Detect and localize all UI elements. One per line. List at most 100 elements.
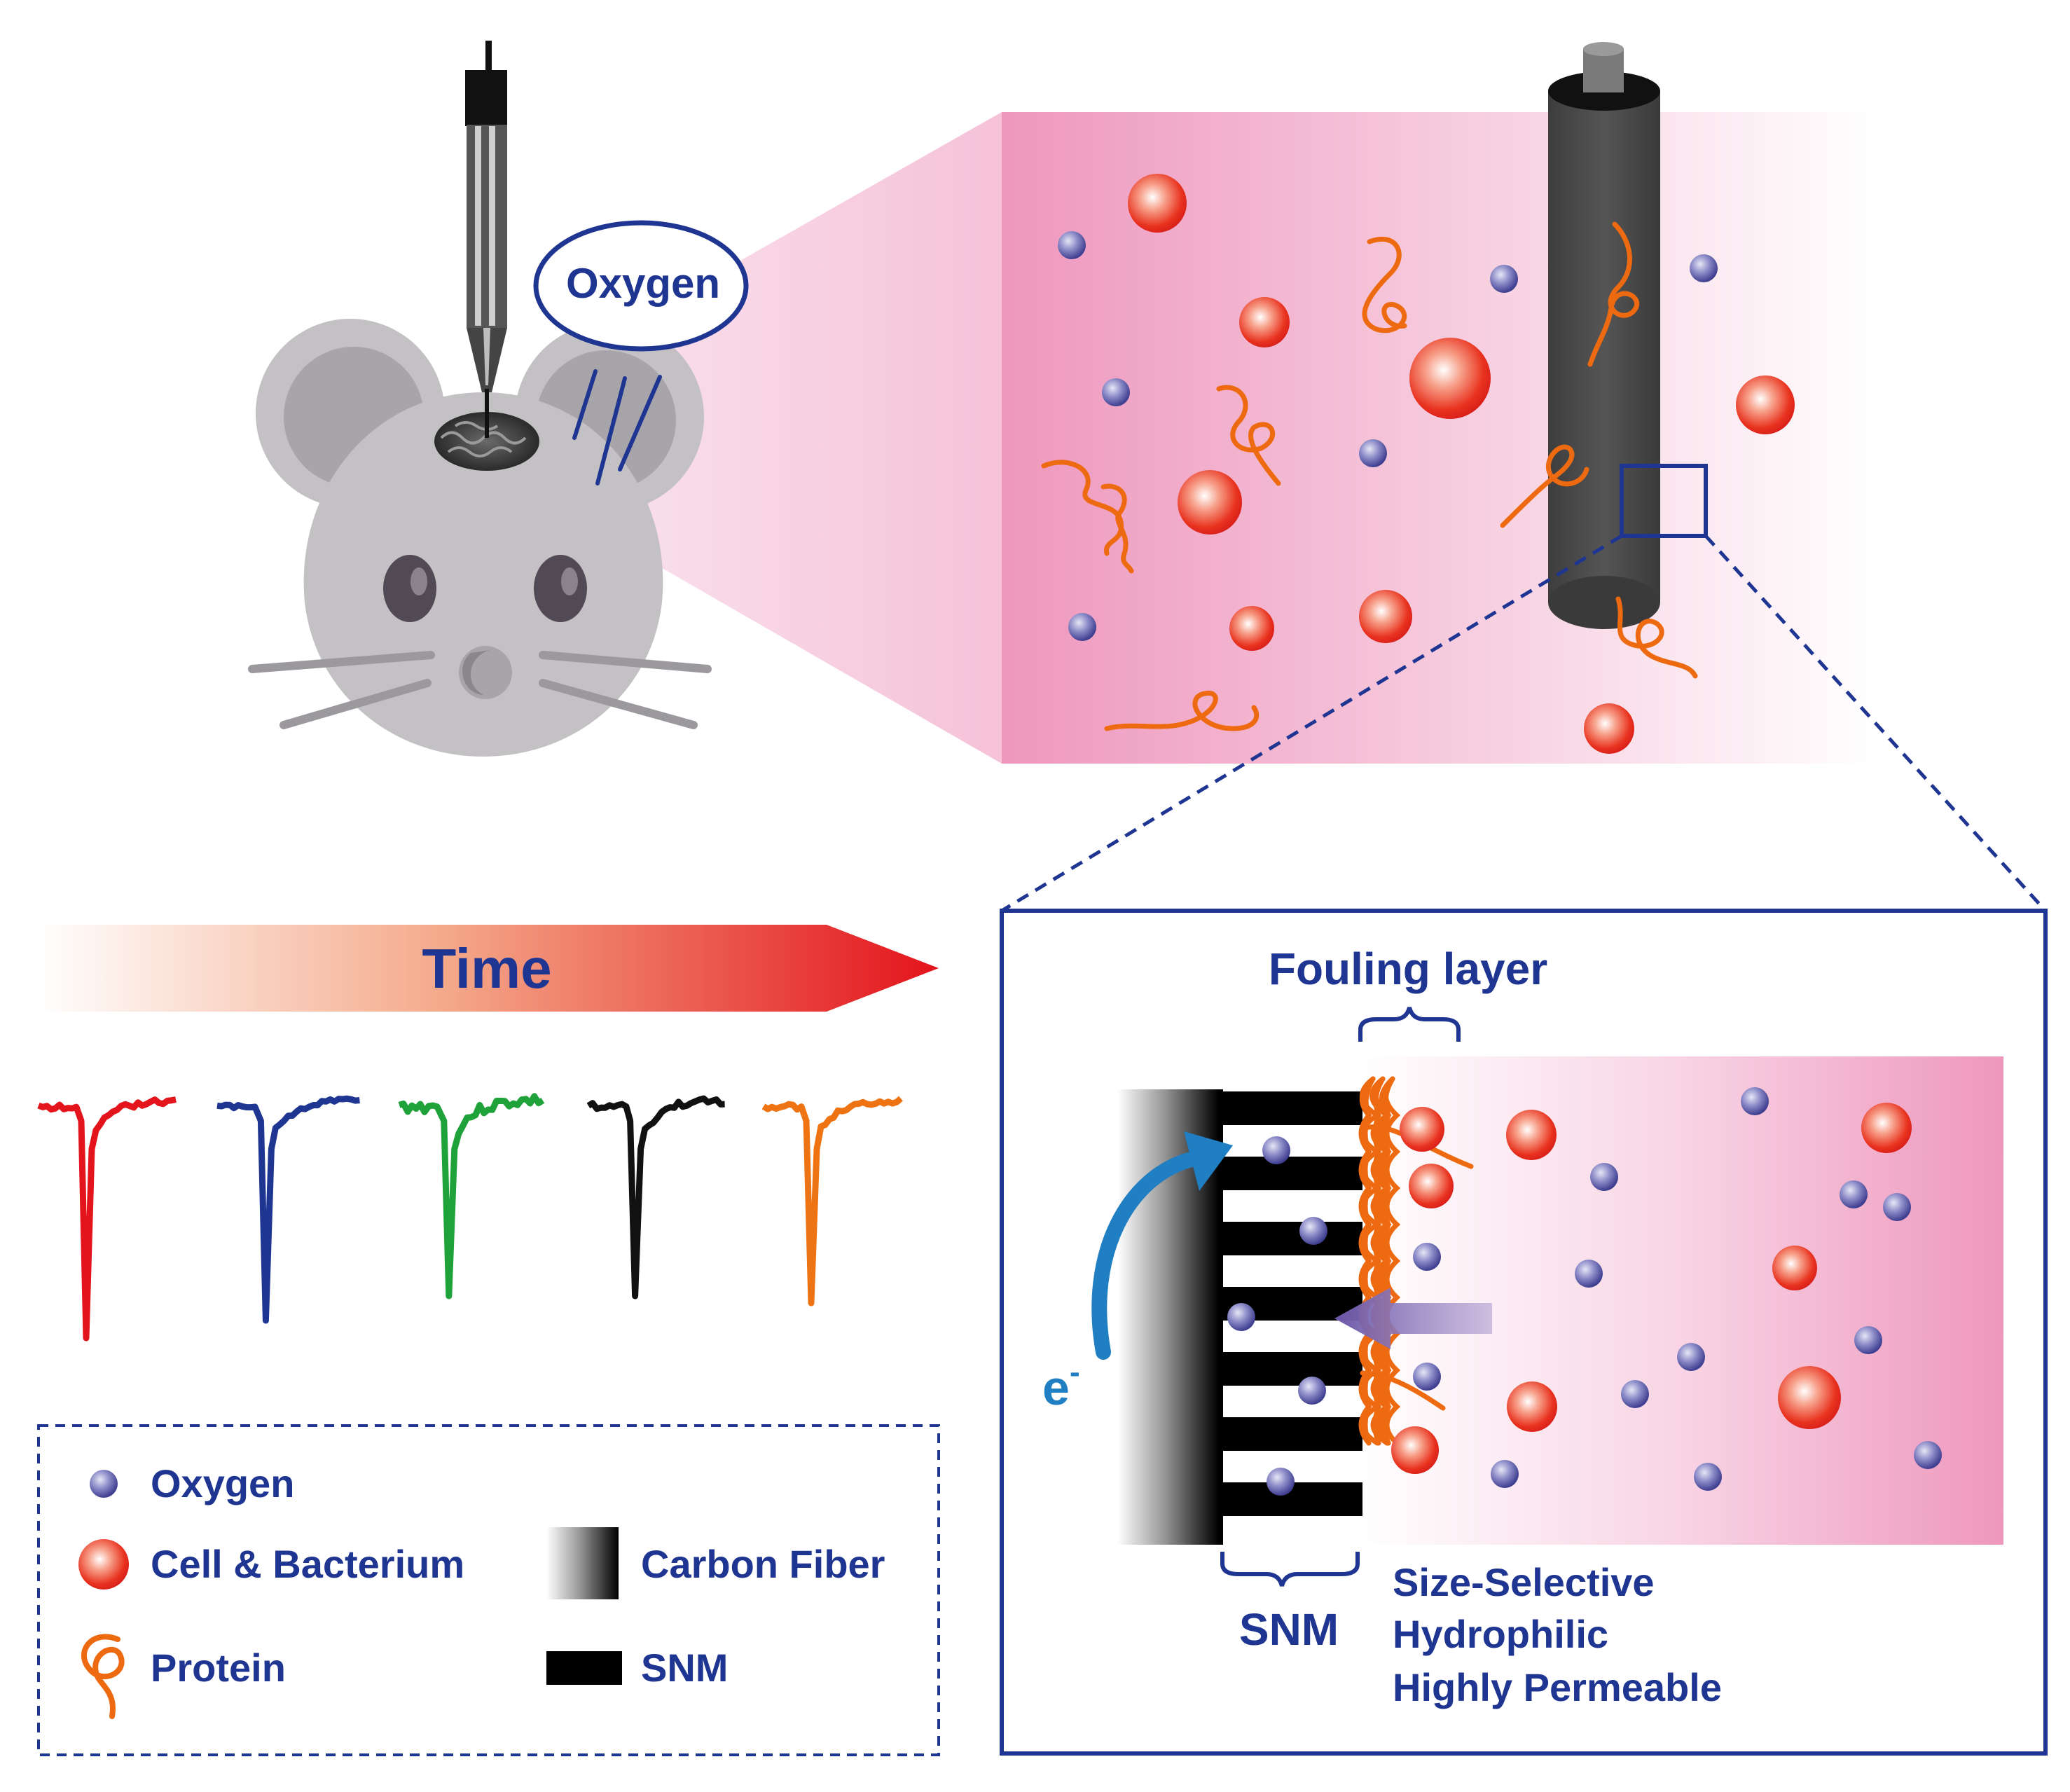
protein-strand bbox=[1104, 691, 1260, 731]
legend-box: Oxygen Cell & Bacterium Protein Carbon F… bbox=[37, 1424, 940, 1756]
fouling-protein-layer bbox=[1358, 1076, 1474, 1446]
zoom-guide-lines bbox=[1000, 534, 2047, 913]
oxygen-dot bbox=[1102, 378, 1130, 406]
protein-strand bbox=[1360, 1370, 1446, 1411]
oxygen-dot bbox=[1854, 1326, 1882, 1354]
protein-strand bbox=[1100, 483, 1134, 574]
oxygen-emission-lines bbox=[572, 369, 662, 485]
protein-strands bbox=[1041, 221, 1698, 731]
oxygen-dot bbox=[1840, 1180, 1868, 1208]
legend-label-snm: SNM bbox=[641, 1646, 728, 1690]
trace-blue bbox=[216, 1095, 360, 1324]
oxygen-dot bbox=[1883, 1193, 1911, 1221]
oxygen-dot bbox=[1694, 1463, 1722, 1491]
protein-coil-icon bbox=[81, 1634, 125, 1719]
oxygen-dot bbox=[1590, 1163, 1618, 1191]
oxygen-dot bbox=[1267, 1468, 1295, 1496]
carbon-fiber-gradient-icon bbox=[546, 1527, 619, 1599]
protein-strand bbox=[1382, 1076, 1395, 1446]
cell-sphere bbox=[1772, 1246, 1817, 1290]
protein-strand bbox=[1362, 236, 1407, 333]
legend-label-oxygen: Oxygen bbox=[151, 1461, 294, 1505]
magnification-box bbox=[1620, 464, 1708, 538]
oxygen-dot bbox=[1621, 1380, 1649, 1408]
permeation-arrow bbox=[1334, 1288, 1492, 1349]
protein-strand bbox=[1615, 596, 1698, 679]
cell-sphere bbox=[1736, 375, 1795, 434]
protein-strand bbox=[1500, 444, 1589, 528]
snm-bar bbox=[1219, 1417, 1362, 1451]
legend-label-protein: Protein bbox=[151, 1646, 286, 1690]
cell-sphere bbox=[1409, 1164, 1454, 1208]
oxygen-dot bbox=[1299, 1217, 1327, 1245]
oxygen-dot bbox=[1058, 231, 1086, 259]
oxygen-callout-label: Oxygen bbox=[566, 260, 720, 307]
snm-bar-icon bbox=[546, 1651, 622, 1685]
mouse-eye-left bbox=[383, 555, 436, 622]
mouse-eye-right bbox=[534, 555, 587, 622]
oxygen-dot bbox=[1262, 1136, 1290, 1164]
trace-black bbox=[586, 1095, 725, 1300]
probe-electrode bbox=[465, 41, 507, 438]
time-arrow: Time bbox=[39, 925, 939, 1012]
mouse-brain bbox=[434, 412, 539, 471]
snm-bar bbox=[1219, 1157, 1362, 1190]
cell-sphere bbox=[1229, 606, 1274, 651]
snm-brace bbox=[1220, 1552, 1360, 1587]
protein-strand bbox=[1216, 385, 1281, 486]
oxygen-dot bbox=[1413, 1243, 1441, 1271]
oxygen-dot bbox=[1227, 1303, 1255, 1331]
cell-sphere-icon bbox=[78, 1539, 129, 1590]
snm-bar bbox=[1219, 1222, 1362, 1255]
cell-sphere bbox=[1128, 174, 1187, 233]
oxygen-dot bbox=[1690, 254, 1718, 282]
zoom-cone bbox=[515, 112, 1002, 764]
oxygen-dot bbox=[1490, 265, 1518, 293]
cell-sphere bbox=[1506, 1110, 1557, 1160]
cell-spheres bbox=[1128, 174, 1795, 754]
cell-sphere bbox=[1391, 1426, 1439, 1474]
mouse-head bbox=[303, 392, 663, 757]
oxygen-dot bbox=[1677, 1343, 1705, 1371]
trace-green bbox=[398, 1093, 545, 1300]
oxygen-dots bbox=[1058, 231, 1718, 641]
oxygen-response-traces bbox=[37, 1093, 903, 1342]
cell-sphere bbox=[1584, 703, 1634, 754]
protein-strand bbox=[1041, 460, 1124, 556]
electron-transfer-arrow bbox=[1091, 1152, 1199, 1360]
snm-membrane bbox=[1219, 1089, 1362, 1545]
electron-label: e- bbox=[1042, 1355, 1080, 1415]
protein-strand bbox=[1358, 1076, 1376, 1446]
protein-strand bbox=[1587, 221, 1640, 367]
property-hydrophilic: Hydrophilic bbox=[1393, 1612, 1608, 1656]
snm-label: SNM bbox=[1239, 1604, 1339, 1655]
legend-label-carbon-fiber: Carbon Fiber bbox=[641, 1542, 885, 1586]
cell-sphere bbox=[1409, 338, 1491, 419]
cell-sphere bbox=[1861, 1103, 1912, 1153]
snm-bar bbox=[1219, 1091, 1362, 1125]
cell-sphere bbox=[1400, 1107, 1444, 1152]
trace-red bbox=[37, 1096, 177, 1342]
cell-sphere bbox=[1178, 470, 1242, 535]
detail-cell-spheres bbox=[1391, 1103, 1912, 1474]
snm-bar bbox=[1219, 1352, 1362, 1386]
cell-sphere bbox=[1239, 297, 1290, 347]
cell-sphere bbox=[1778, 1366, 1841, 1429]
oxygen-dot bbox=[1741, 1087, 1769, 1115]
detail-oxygen-dots bbox=[1227, 1087, 1942, 1496]
interface-detail-panel: e- Fouling layer SNM Size-Selective Hydr… bbox=[1000, 909, 2048, 1756]
trace-orange bbox=[761, 1096, 903, 1307]
legend-label-cell-bacterium: Cell & Bacterium bbox=[151, 1542, 464, 1586]
tissue-zoom-panel bbox=[1002, 42, 1877, 764]
oxygen-dot bbox=[1298, 1377, 1326, 1405]
oxygen-dot bbox=[1068, 613, 1096, 641]
carbon-fiber-electrode bbox=[1548, 42, 1660, 629]
cell-sphere bbox=[1359, 590, 1412, 643]
cell-sphere bbox=[1507, 1381, 1557, 1432]
mouse-illustration: Oxygen bbox=[248, 41, 1002, 764]
oxygen-dot bbox=[1914, 1441, 1942, 1469]
protein-strand bbox=[1383, 1076, 1401, 1446]
oxygen-dot bbox=[1413, 1363, 1441, 1391]
time-label: Time bbox=[422, 937, 551, 1000]
